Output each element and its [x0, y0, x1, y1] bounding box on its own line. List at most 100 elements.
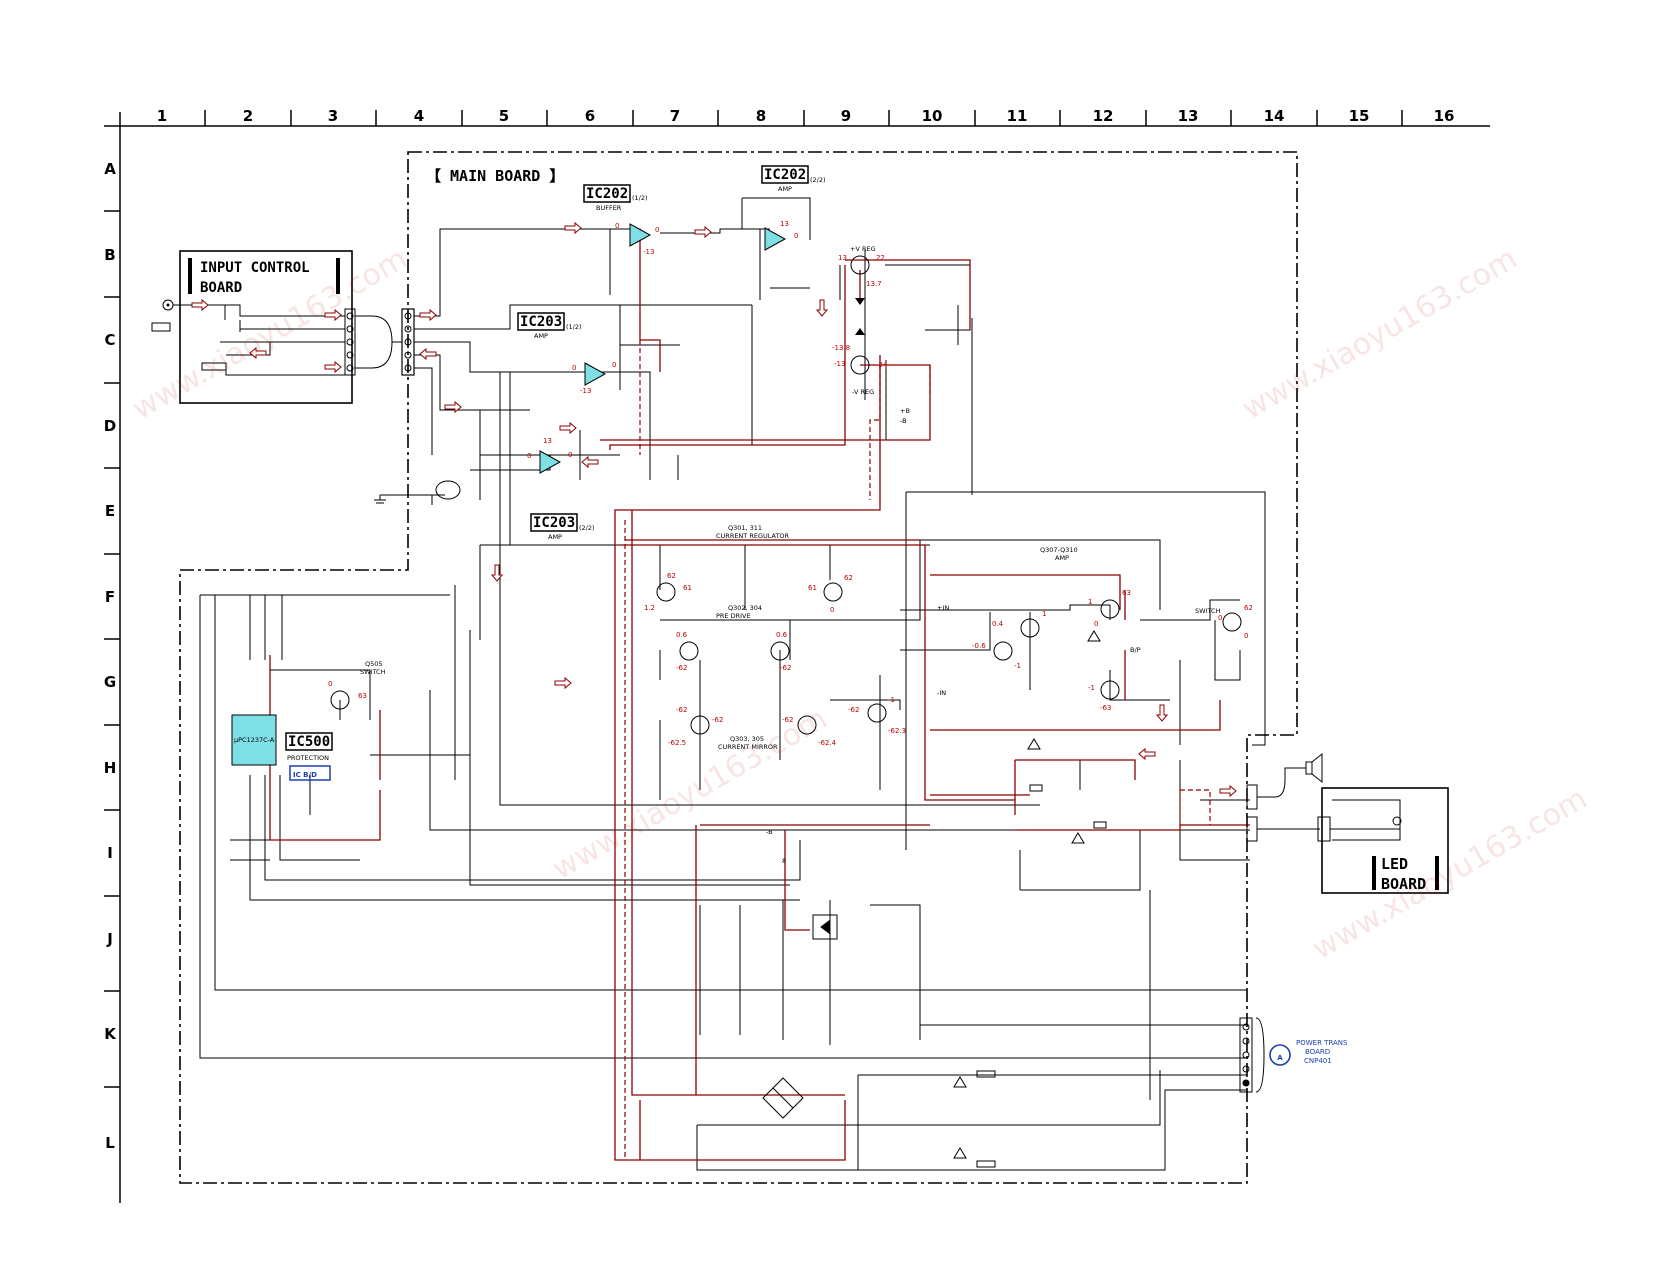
signal-arrows — [419, 221, 1237, 798]
col-8: 8 — [756, 107, 766, 125]
power-trans-marker: A — [1277, 1054, 1283, 1062]
voltage-label: 62 — [667, 572, 676, 580]
ic202a-part: (1/2) — [632, 194, 648, 202]
ic500-protection: μPC1237C-A IC500 PROTECTION IC B/D — [231, 714, 333, 781]
voltage-label: 0 — [655, 226, 659, 234]
input-control-board: INPUT CONTROL BOARD — [151, 250, 393, 404]
bridge-rectifiers — [762, 914, 838, 1119]
voltage-label: -63 — [1100, 704, 1111, 712]
schematic-label: AMP — [1055, 554, 1069, 562]
voltage-label: 0.6 — [776, 631, 788, 639]
voltage-label: 0 — [527, 452, 531, 460]
col-10: 10 — [922, 107, 943, 125]
col-14: 14 — [1264, 107, 1285, 125]
col-12: 12 — [1093, 107, 1114, 125]
col-3: 3 — [328, 107, 338, 125]
voltage-label: -62 — [848, 706, 859, 714]
row-j: J — [106, 930, 113, 948]
voltage-label: -0.6 — [972, 642, 986, 650]
voltage-label: 62 — [844, 574, 853, 582]
ic500-name: IC500 — [288, 734, 330, 750]
grid-frame — [104, 110, 1490, 1203]
power-trans-title-1: POWER TRANS — [1296, 1039, 1348, 1047]
schematic-label: CURRENT REGULATOR — [716, 532, 790, 540]
warning-icon — [1071, 832, 1085, 844]
column-labels: 1 2 3 4 5 6 7 8 9 10 11 12 13 14 15 16 — [157, 107, 1455, 125]
schematic-label: Q303, 305 — [730, 735, 764, 743]
power-trans-title-2: BOARD — [1305, 1048, 1330, 1056]
input-control-title-1: INPUT CONTROL — [200, 260, 310, 276]
col-2: 2 — [243, 107, 253, 125]
opamp-ic202-buffer: IC202 (1/2) BUFFER 0 0 -13 — [583, 184, 659, 256]
warning-icon — [953, 1147, 967, 1159]
row-i: I — [107, 844, 113, 862]
ic202b-name: IC202 — [764, 167, 806, 183]
schematic-label: PRE DRIVE — [716, 612, 751, 620]
voltage-label: -62 — [676, 706, 687, 714]
voltage-label: 0.6 — [676, 631, 688, 639]
opamp-ic203-a: IC203 (1/2) AMP 0 0 -13 — [517, 312, 616, 395]
speaker-output — [1246, 752, 1323, 842]
voltage-label: 1.2 — [644, 604, 655, 612]
voltage-label: 1 — [1042, 610, 1046, 618]
row-k: K — [104, 1025, 117, 1043]
schematic-label: +IN — [937, 604, 949, 612]
voltage-label: 0 — [1244, 632, 1248, 640]
opamp-ic202-amp: IC202 (2/2) AMP 13 0 — [761, 165, 826, 251]
voltage-regulators: +V REG -V REG 13 22 13.7 -13.8 -13 -24 — [832, 245, 888, 396]
row-f: F — [105, 588, 115, 606]
schematic-label: -IN — [937, 689, 946, 697]
warning-icon-group — [953, 630, 1101, 1159]
amp-voltages: 62 61 61 62 1.2 0 0.6 -62 0.6 -62 -62 -6… — [328, 572, 1253, 747]
main-board-title: 【 MAIN BOARD 】 — [426, 167, 564, 185]
schematic-label: Q505 — [365, 660, 383, 668]
col-6: 6 — [585, 107, 595, 125]
warning-icon — [1087, 630, 1101, 642]
schematic-label: Q307-Q310 — [1040, 546, 1078, 554]
warning-icon — [953, 1076, 967, 1088]
row-l: L — [105, 1134, 115, 1152]
input-control-title-2: BOARD — [200, 280, 242, 296]
led-board-title-1: LED — [1381, 855, 1408, 873]
voltage-label: 0 — [615, 222, 619, 230]
vreg-pos-label: +V REG — [850, 245, 876, 253]
schematic-label: -B — [766, 828, 773, 836]
row-d: D — [104, 417, 116, 435]
row-e: E — [105, 502, 115, 520]
schematic-label: 8 — [782, 857, 786, 865]
ic202a-func: BUFFER — [596, 204, 622, 212]
voltage-label: 0 — [1094, 620, 1098, 628]
voltage-label: 0 — [1218, 614, 1222, 622]
transistors — [330, 582, 1242, 735]
voltage-label: 0.4 — [992, 620, 1004, 628]
schematic-label: CURRENT MIRROR — [718, 743, 778, 751]
ic500-func: PROTECTION — [287, 754, 329, 762]
col-4: 4 — [414, 107, 424, 125]
voltage-label: -62 — [782, 716, 793, 724]
voltage-label: -13.8 — [832, 344, 850, 352]
voltage-label: 13 — [543, 437, 552, 445]
voltage-label: 0 — [568, 451, 572, 459]
col-16: 16 — [1434, 107, 1455, 125]
speaker-cone — [1311, 752, 1323, 784]
col-7: 7 — [670, 107, 680, 125]
voltage-label: 13 — [838, 254, 847, 262]
vreg-neg-label: -V REG — [852, 388, 874, 396]
svg-text:www.xiaoyu163.com: www.xiaoyu163.com — [1237, 241, 1524, 427]
col-13: 13 — [1178, 107, 1199, 125]
schematic-label: SWITCH — [1195, 607, 1221, 615]
voltage-label: -62.5 — [668, 739, 686, 747]
main-board-outline — [179, 151, 1298, 1184]
voltage-label: 13 — [780, 220, 789, 228]
col-1: 1 — [157, 107, 167, 125]
voltage-label: 62 — [1244, 604, 1253, 612]
ic203b-name: IC203 — [533, 515, 575, 531]
ic203b-part: (2/2) — [579, 524, 595, 532]
voltage-label: 63 — [358, 692, 367, 700]
voltage-label: 1 — [1088, 598, 1092, 606]
signal-path-red — [269, 240, 1250, 1161]
voltage-label: 61 — [808, 584, 817, 592]
schematic-label: -B — [900, 417, 907, 425]
power-trans-connector: A POWER TRANS BOARD CNP401 — [1239, 1017, 1348, 1093]
